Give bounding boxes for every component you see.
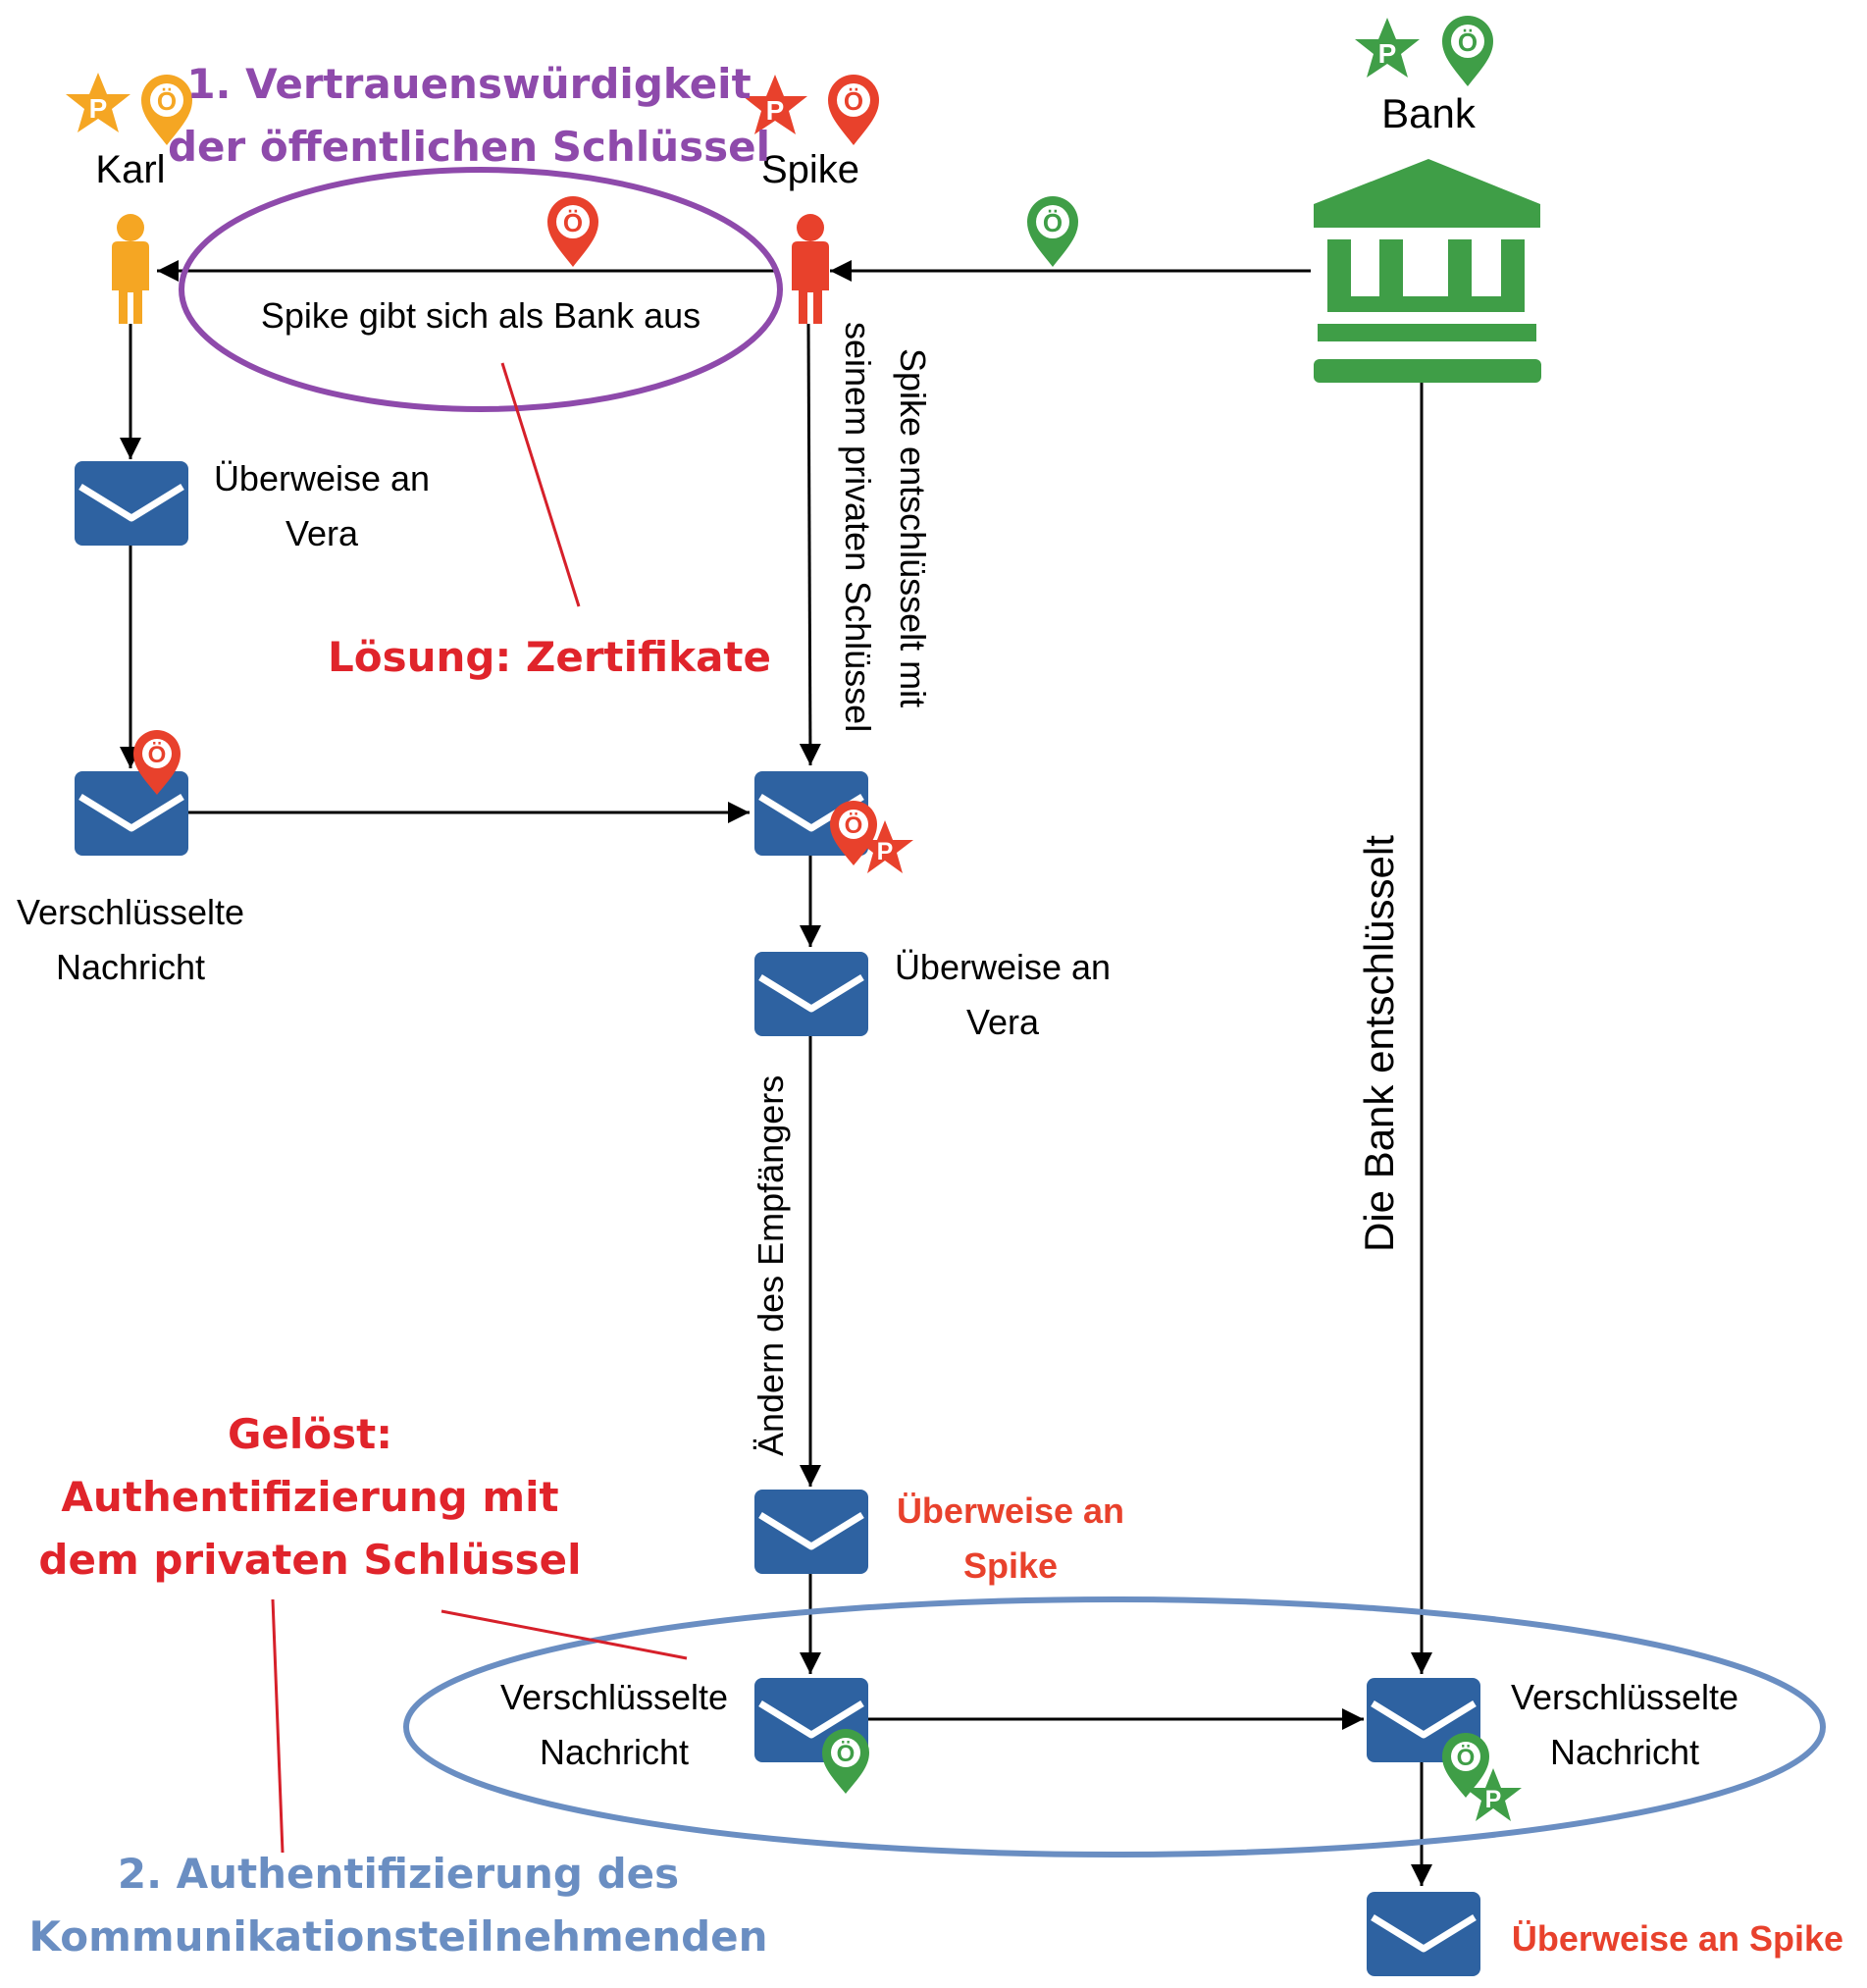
envelope-karl-encrypted [75, 771, 188, 856]
person-icon [112, 214, 149, 324]
private-key-marker: P [1485, 1786, 1502, 1813]
solved2-line1: Gelöst: [228, 1410, 392, 1458]
karl-actor: P Ö Karl [66, 73, 192, 324]
annotation-line-solution1 [500, 362, 581, 607]
public-key-marker: Ö [563, 208, 583, 237]
spike-modified-line1: Überweise an [897, 1491, 1124, 1531]
bank-decrypts-label: Die Bank entschlüsselt [1356, 835, 1402, 1252]
impersonation-label: Spike gibt sich als Bank aus [261, 295, 700, 336]
actor-name-bank: Bank [1381, 90, 1477, 136]
actor-name-karl: Karl [95, 148, 165, 191]
public-key-marker: Ö [148, 742, 167, 768]
spike-message-line2: Vera [966, 1002, 1040, 1042]
bank-actor: P Ö Bank [1314, 16, 1541, 383]
connectors [120, 260, 1432, 1886]
spike-encrypted-line2: Nachricht [540, 1732, 689, 1772]
ellipse-problem1 [179, 167, 783, 412]
solution1-label: Lösung: Zertifikate [328, 633, 771, 681]
map-pin-icon: Ö [141, 75, 192, 145]
solved2-line2: Authentifizierung mit [61, 1473, 558, 1521]
person-icon [792, 214, 829, 324]
bank-encrypted-line1: Verschlüsselte [1511, 1677, 1738, 1717]
annotation-line-solved2 [441, 1609, 688, 1660]
envelope-bank-plain [1367, 1892, 1480, 1976]
star-icon: P [66, 73, 130, 132]
karl-encrypted-line2: Nachricht [56, 947, 205, 987]
map-pin-icon: Ö [1027, 196, 1078, 267]
problem1-line2: der öffentlichen Schlüssel [168, 123, 770, 171]
karl-encrypted-line1: Verschlüsselte [17, 892, 244, 932]
public-key-marker: Ö [844, 86, 863, 116]
ellipse-problem2 [403, 1596, 1826, 1857]
public-key-marker: Ö [1043, 208, 1063, 237]
public-key-marker: Ö [1457, 1745, 1476, 1771]
star-icon: P [1465, 1768, 1522, 1821]
public-key-marker: Ö [837, 1741, 856, 1767]
actor-name-spike: Spike [761, 148, 859, 191]
problem1-line1: 1. Vertrauenswürdigkeit [186, 60, 751, 108]
bank-building-icon [1314, 159, 1541, 383]
map-pin-icon: Ö [830, 801, 877, 865]
annotation-line-problem2 [271, 1598, 285, 1854]
spike-decrypts-line1: Spike entschlüsselt mit [893, 348, 933, 707]
bank-encrypted-line2: Nachricht [1550, 1732, 1699, 1772]
karl-message-line1: Überweise an [214, 458, 430, 498]
envelope-karl-plain [75, 461, 188, 546]
public-key-marker: Ö [845, 812, 863, 839]
map-pin-icon: Ö [1442, 16, 1493, 86]
map-pin-icon: Ö [547, 196, 598, 267]
star-icon: P [856, 820, 913, 873]
change-recipient-label: Ändern des Empfängers [751, 1075, 791, 1456]
private-key-marker: P [766, 95, 785, 126]
envelope-icon [75, 771, 188, 856]
spike-decrypts-line2: seinem privaten Schlüssel [838, 322, 878, 732]
envelope-icon [1367, 1892, 1480, 1976]
solved2-line3: dem privaten Schlüssel [38, 1536, 581, 1584]
annotation-lines [271, 362, 688, 1854]
envelope-icon [754, 952, 868, 1036]
map-pin-icon: Ö [1442, 1733, 1489, 1798]
envelope-spike-plain [754, 952, 868, 1036]
karl-message-line2: Vera [285, 513, 359, 553]
star-icon: P [743, 75, 807, 134]
spike-encrypted-line1: Verschlüsselte [500, 1677, 728, 1717]
envelope-icon [754, 1490, 868, 1574]
map-pin-icon: Ö [822, 1729, 869, 1794]
private-key-marker: P [89, 93, 108, 124]
bank-result-label: Überweise an Spike [1512, 1918, 1843, 1959]
problem2-line1: 2. Authentifizierung des [118, 1850, 679, 1898]
spike-message-line1: Überweise an [895, 947, 1111, 987]
public-key-marker: Ö [1458, 27, 1478, 57]
spike-modified-line2: Spike [963, 1545, 1058, 1586]
private-key-marker: P [1378, 38, 1397, 69]
envelope-icon [75, 461, 188, 546]
private-key-marker: P [877, 838, 894, 865]
problem2-line2: Kommunikationsteilnehmenden [28, 1912, 767, 1961]
arrow-spike-down [799, 323, 821, 766]
star-icon: P [1355, 18, 1420, 78]
envelope-spike-modified [754, 1490, 868, 1574]
public-key-marker: Ö [157, 86, 177, 116]
map-pin-icon: Ö [133, 730, 181, 795]
spike-actor: P Ö Spike [743, 75, 879, 324]
map-pin-icon: Ö [828, 75, 879, 145]
